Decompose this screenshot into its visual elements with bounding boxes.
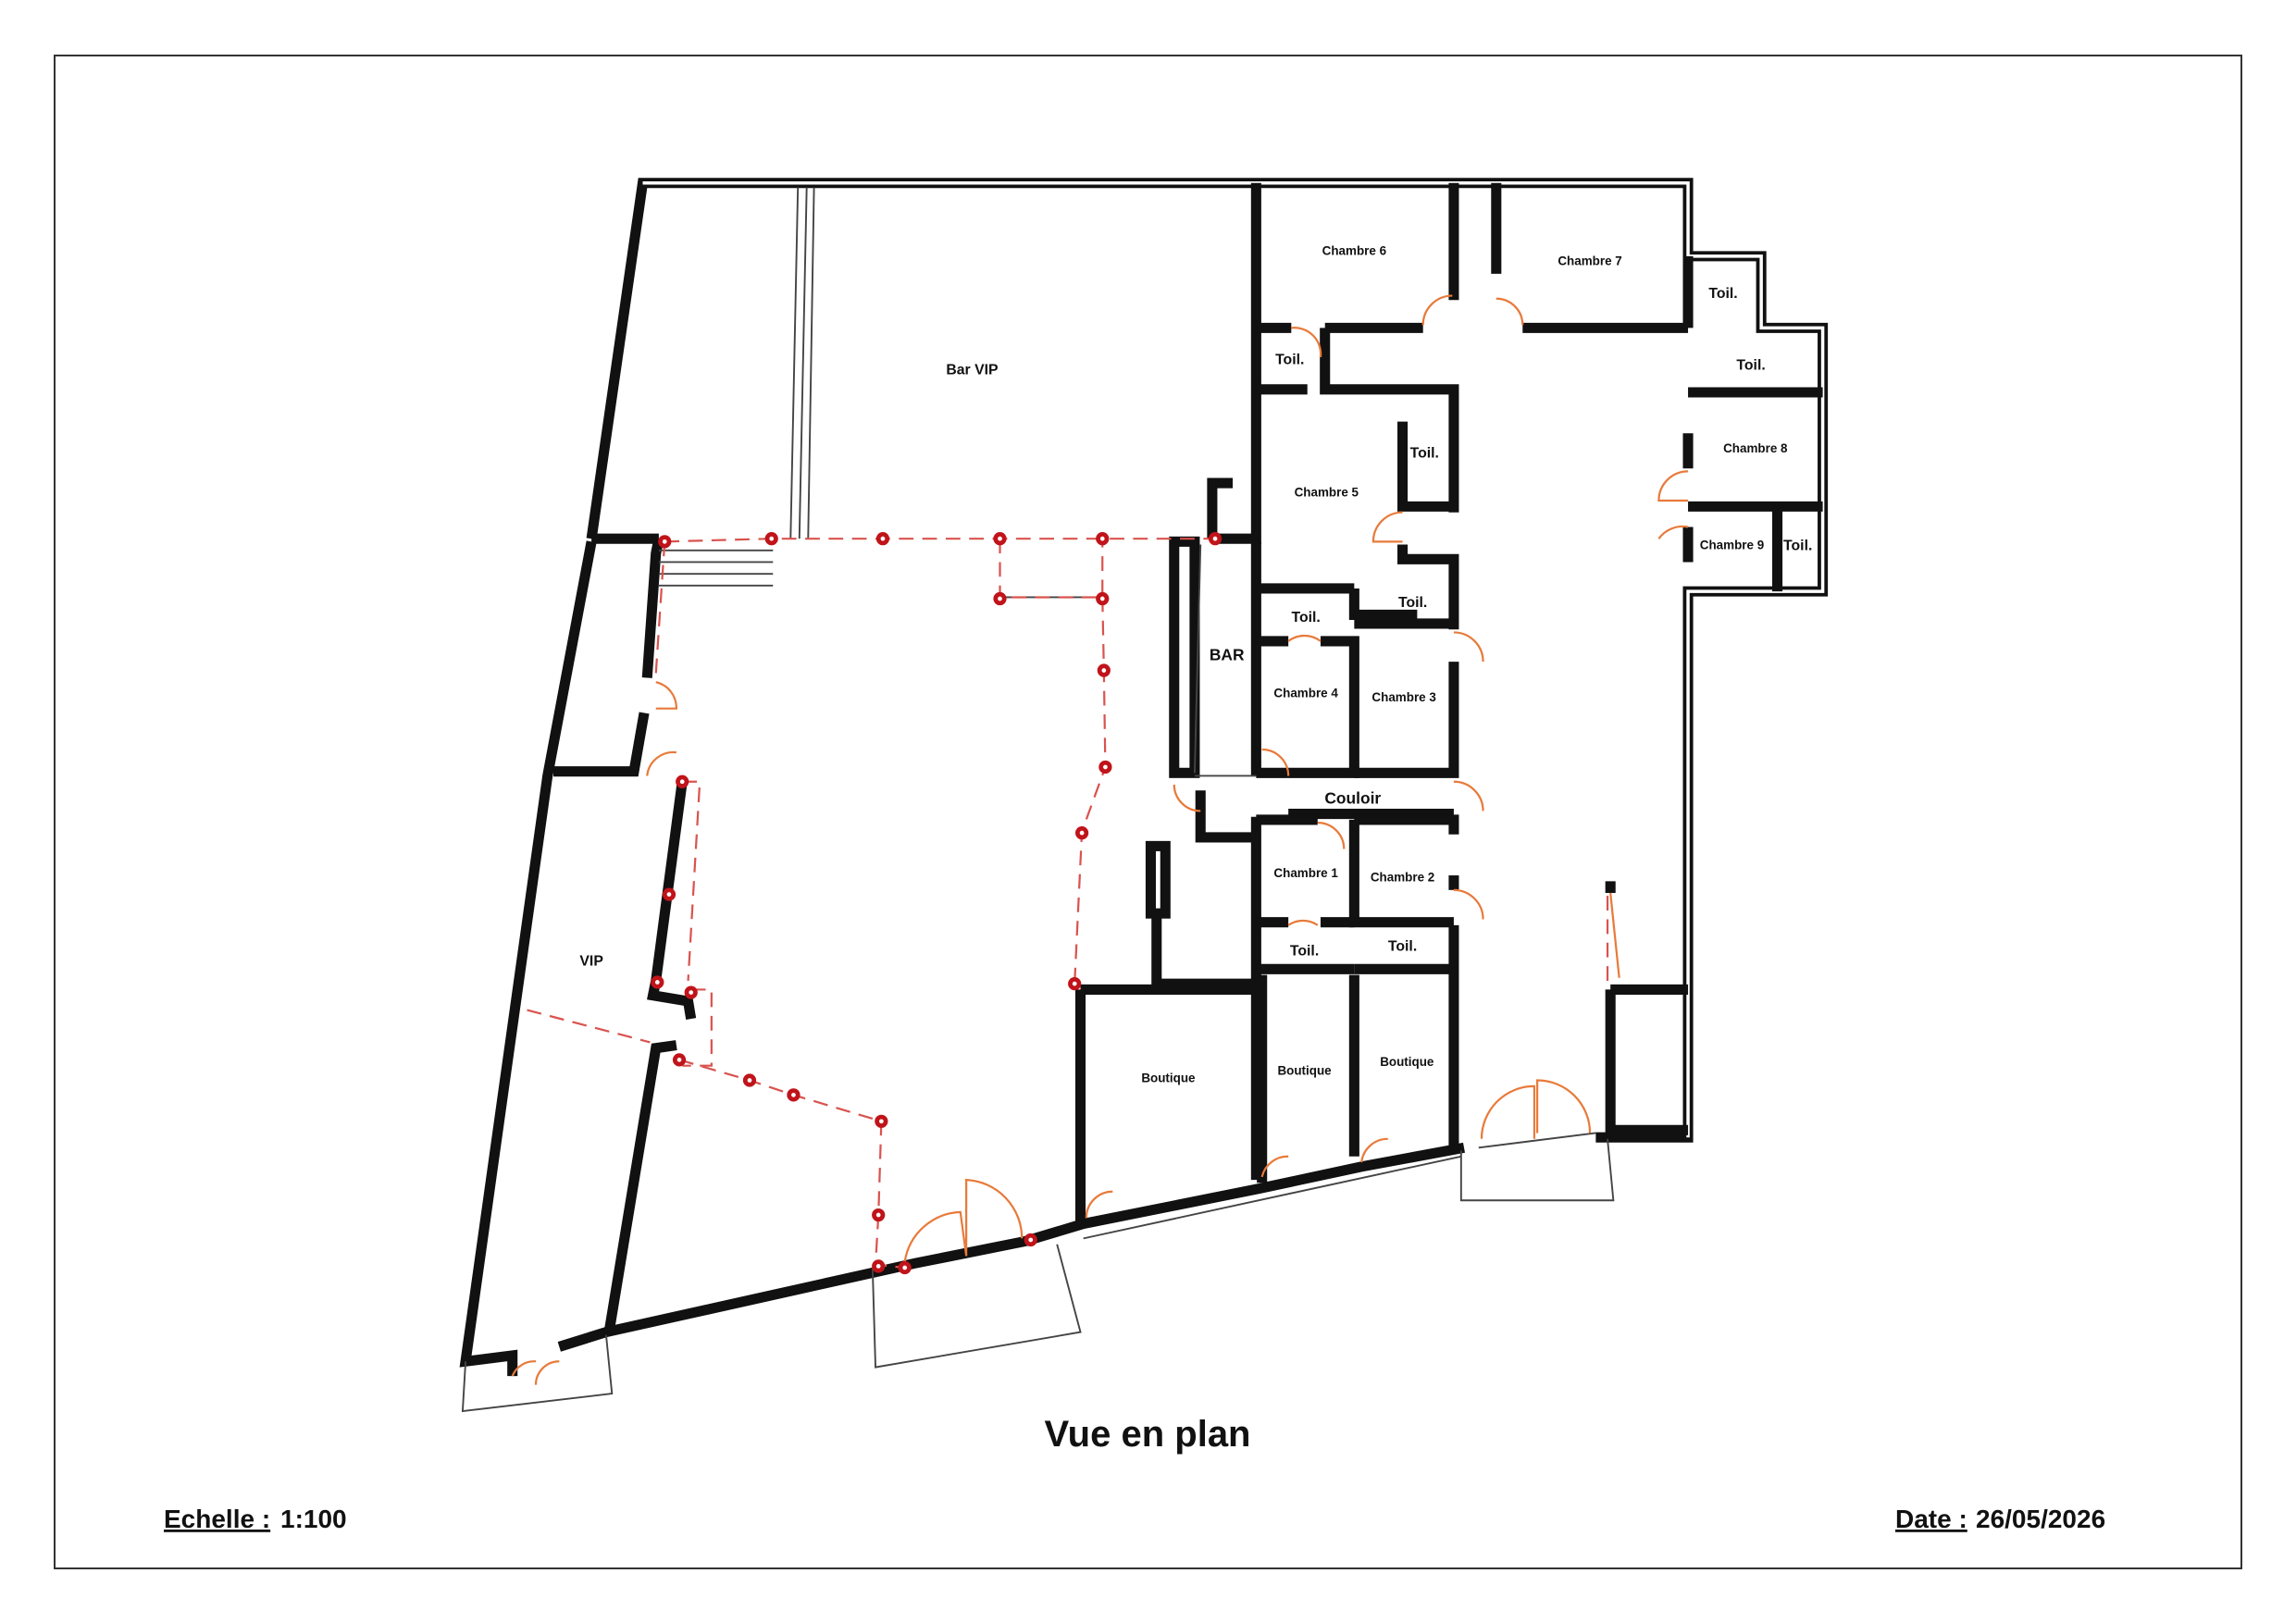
room-label-boutique-1: Boutique — [1141, 1071, 1196, 1084]
room-label-chambre-7: Chambre 7 — [1558, 254, 1621, 268]
column-marker — [1208, 532, 1222, 546]
scale-block: Echelle : 1:100 — [164, 1505, 347, 1533]
room-label-toilet-c3: Toil. — [1398, 595, 1427, 611]
column-marker — [676, 774, 689, 788]
column-marker — [1096, 532, 1110, 546]
interior-walls — [552, 182, 1823, 1333]
plan-title: Vue en plan — [1044, 1414, 1250, 1455]
column-marker — [672, 1053, 687, 1067]
sheet-frame — [54, 55, 2242, 1569]
column-marker — [993, 532, 1007, 546]
floor-plan: Bar VIP Chambre 6 Chambre 7 Toil. Toil. … — [459, 178, 1829, 1413]
column-marker — [1098, 760, 1112, 774]
column-marker — [898, 1260, 912, 1275]
column-marker — [875, 1114, 888, 1128]
column-marker — [1074, 826, 1089, 840]
room-label-chambre-1: Chambre 1 — [1273, 866, 1338, 880]
date-block: Date : 26/05/2026 — [1895, 1505, 2105, 1533]
room-label-chambre-5: Chambre 5 — [1295, 486, 1359, 500]
room-label-bar-vip: Bar VIP — [946, 362, 998, 378]
room-label-toilet-c1: Toil. — [1290, 943, 1319, 959]
scale-label: Echelle : — [164, 1505, 270, 1533]
column-marker — [1024, 1233, 1037, 1247]
room-label-chambre-2: Chambre 2 — [1371, 871, 1434, 885]
room-label-toilet-c4: Toil. — [1291, 610, 1320, 626]
column-marker — [684, 985, 698, 999]
column-marker — [651, 975, 664, 989]
room-label-couloir: Couloir — [1324, 788, 1381, 807]
date-label: Date : — [1895, 1505, 1967, 1533]
columns — [651, 532, 1222, 1275]
column-marker — [872, 1259, 886, 1273]
room-label-toilet-c5: Toil. — [1410, 446, 1439, 462]
room-label-toilet-c8: Toil. — [1736, 358, 1765, 374]
room-label-chambre-8: Chambre 8 — [1723, 441, 1788, 455]
column-marker — [1096, 591, 1110, 606]
room-label-chambre-3: Chambre 3 — [1371, 690, 1435, 704]
outer-walls — [459, 178, 1829, 1377]
column-marker — [993, 591, 1007, 606]
room-label-vip: VIP — [579, 954, 603, 970]
column-marker — [787, 1088, 800, 1102]
room-label-chambre-6: Chambre 6 — [1322, 244, 1386, 258]
room-label-toilet-c2: Toil. — [1388, 939, 1417, 955]
column-marker — [658, 535, 672, 549]
room-labels: Bar VIP Chambre 6 Chambre 7 Toil. Toil. … — [579, 244, 1812, 1085]
column-marker — [662, 887, 676, 901]
column-marker — [872, 1208, 886, 1222]
scale-value: 1:100 — [280, 1505, 347, 1533]
room-label-boutique-2: Boutique — [1277, 1064, 1332, 1078]
room-label-toilet-c7: Toil. — [1708, 286, 1737, 302]
column-marker — [764, 532, 778, 546]
doors — [511, 294, 1689, 1385]
column-marker — [1097, 663, 1111, 677]
column-marker — [1068, 976, 1082, 991]
dashed-boundary — [527, 538, 1609, 1270]
thin-lines — [461, 187, 1615, 1413]
room-label-chambre-4: Chambre 4 — [1273, 686, 1338, 700]
date-value: 26/05/2026 — [1976, 1505, 2105, 1533]
column-marker — [875, 532, 890, 546]
room-label-chambre-9: Chambre 9 — [1700, 539, 1764, 552]
room-label-bar: BAR — [1210, 645, 1245, 663]
room-label-boutique-3: Boutique — [1380, 1055, 1434, 1069]
room-label-toilet-c6: Toil. — [1275, 352, 1304, 367]
room-label-toilet-c9: Toil. — [1783, 538, 1812, 553]
column-marker — [742, 1073, 757, 1087]
